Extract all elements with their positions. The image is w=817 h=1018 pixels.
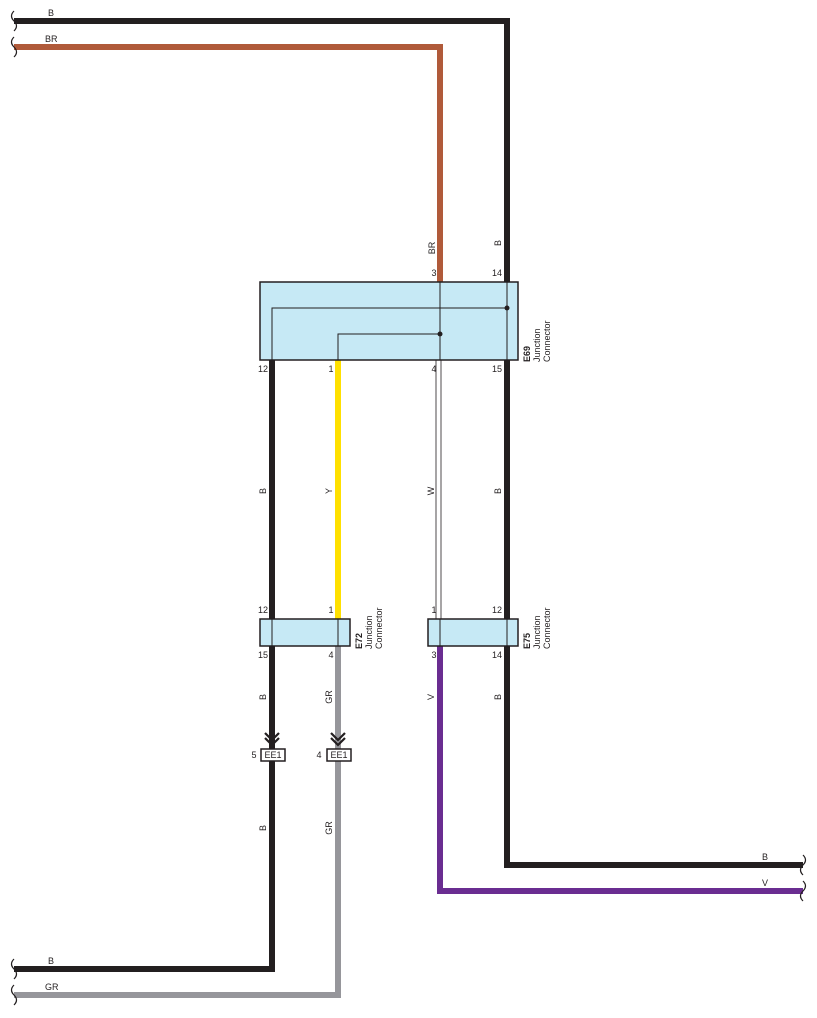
e69-pin-4: 4	[431, 364, 436, 374]
wire-label-bottom-gr: GR	[45, 982, 59, 992]
wire-v-e75-down	[437, 646, 803, 894]
ee1-left-label: EE1	[264, 750, 281, 760]
e69-name-1: Junction	[532, 328, 542, 362]
e75-pin-14: 14	[492, 650, 502, 660]
wire-label-top-br: BR	[45, 34, 58, 44]
wire-b-top	[14, 18, 510, 282]
wire-label-mid-w: W	[426, 486, 436, 495]
connector-e72	[259, 618, 351, 647]
connector-ee1-left	[260, 732, 286, 762]
wire-label-e69-b: B	[493, 240, 503, 246]
wire-break-left	[10, 10, 18, 1006]
connector-e75	[427, 618, 519, 647]
wire-break-right	[799, 854, 807, 902]
wire-label-low-gr: GR	[324, 690, 334, 704]
e72-name-1: Junction	[364, 615, 374, 649]
wire-label-right-v: V	[762, 878, 768, 888]
wire-b-e75-down	[504, 646, 803, 868]
e69-pin-14: 14	[492, 268, 502, 278]
e69-name-2: Connector	[542, 320, 552, 362]
e75-pin-12: 12	[492, 605, 502, 615]
wire-label-e69-br: BR	[427, 241, 437, 254]
ee1-right-pin: 4	[316, 750, 321, 760]
ee1-left-pin: 5	[251, 750, 256, 760]
wire-label-bottom-b: B	[48, 956, 54, 966]
wire-label-right-b: B	[762, 852, 768, 862]
e72-code: E72	[354, 633, 364, 649]
e75-pin-3: 3	[431, 650, 436, 660]
wire-label-mid-y: Y	[324, 488, 334, 494]
e72-pin-1: 1	[328, 605, 333, 615]
e72-pin-15: 15	[258, 650, 268, 660]
e69-pin-1: 1	[328, 364, 333, 374]
wire-label-top-b: B	[48, 8, 54, 18]
e72-name-2: Connector	[374, 607, 384, 649]
wire-w-e69-e75	[435, 359, 442, 620]
e72-pin-12: 12	[258, 605, 268, 615]
wire-label-low-b-right: B	[493, 694, 503, 700]
e72-pin-4: 4	[328, 650, 333, 660]
wire-label-bot-gr: GR	[324, 821, 334, 835]
wire-label-low-b-left: B	[258, 694, 268, 700]
e69-pin-12: 12	[258, 364, 268, 374]
e75-name-2: Connector	[542, 607, 552, 649]
e75-code: E75	[522, 633, 532, 649]
wire-gr-e72-down	[14, 646, 341, 998]
wire-label-mid-b-left: B	[258, 488, 268, 494]
wire-label-low-v: V	[426, 694, 436, 700]
wire-b-e72-down	[14, 646, 275, 972]
wire-label-mid-b-right: B	[493, 488, 503, 494]
wire-br-top	[14, 44, 443, 282]
connector-e69	[259, 281, 519, 361]
e69-pin-15: 15	[492, 364, 502, 374]
wire-label-bot-b-left: B	[258, 825, 268, 831]
ee1-right-label: EE1	[330, 750, 347, 760]
connector-ee1-right	[326, 732, 352, 762]
e75-name-1: Junction	[532, 615, 542, 649]
e69-pin-3: 3	[431, 268, 436, 278]
e69-code: E69	[522, 346, 532, 362]
e75-pin-1: 1	[431, 605, 436, 615]
